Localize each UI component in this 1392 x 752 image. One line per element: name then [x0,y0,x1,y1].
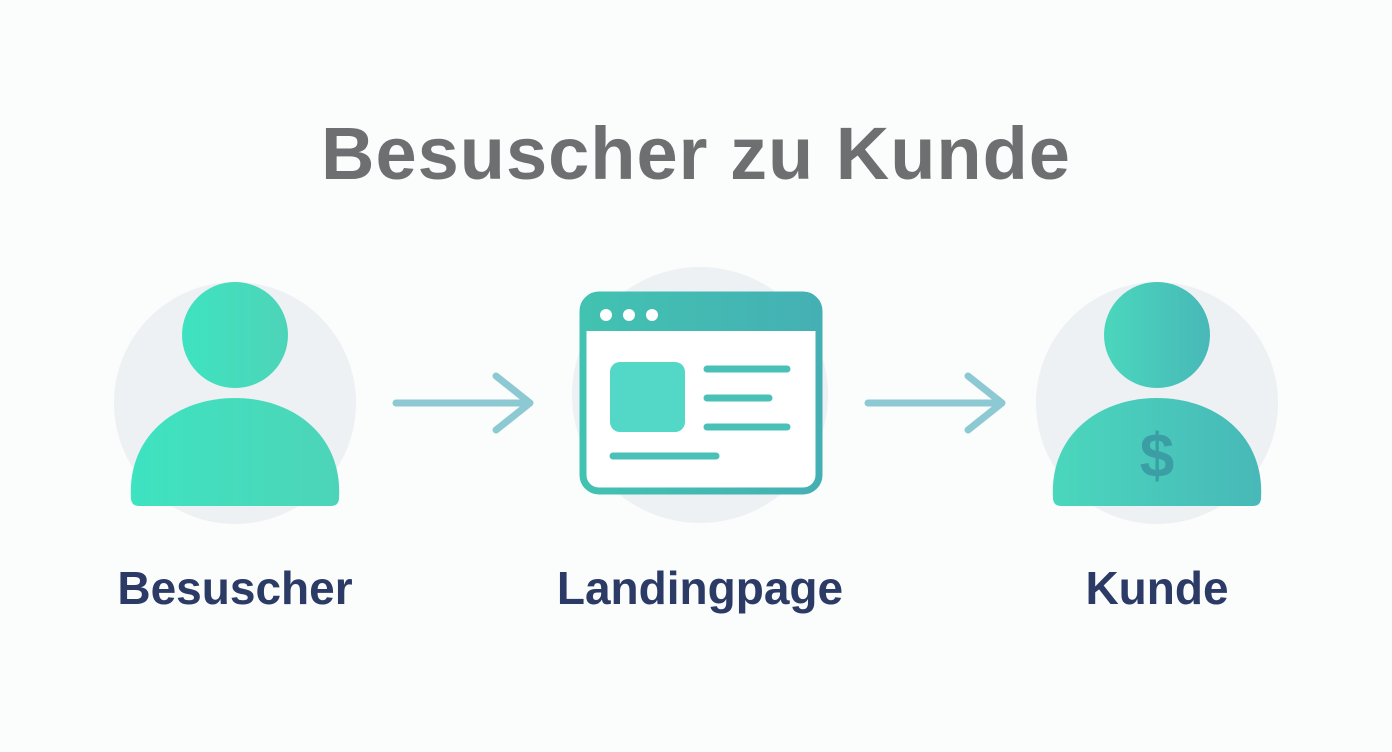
arrow-right-icon [392,372,534,434]
visitor-body [130,398,340,506]
browser-dot-icon [623,309,635,321]
dollar-icon: $ [1140,422,1174,491]
customer-label: Kunde [1085,562,1229,614]
browser-dot-icon [646,309,658,321]
visitor-node [95,265,375,525]
arrow-right-icon [864,372,1006,434]
landing-page-browser-icon [572,267,828,523]
browser-title-bar [583,295,819,331]
customer-person-dollar-icon: $ [1036,282,1278,524]
content-image-block [610,362,685,432]
customer-node: $ [1017,265,1297,525]
landing-page-label: Landingpage [556,562,844,614]
browser-dot-icon [600,309,612,321]
visitor-person-icon [114,282,356,524]
diagram-title: Besuscher zu Kunde [321,112,1071,195]
visitor-label: Besuscher [117,562,353,614]
visitor-head [182,282,288,388]
landing-page-node [560,265,840,525]
customer-body [1052,398,1262,506]
customer-head [1104,282,1210,388]
